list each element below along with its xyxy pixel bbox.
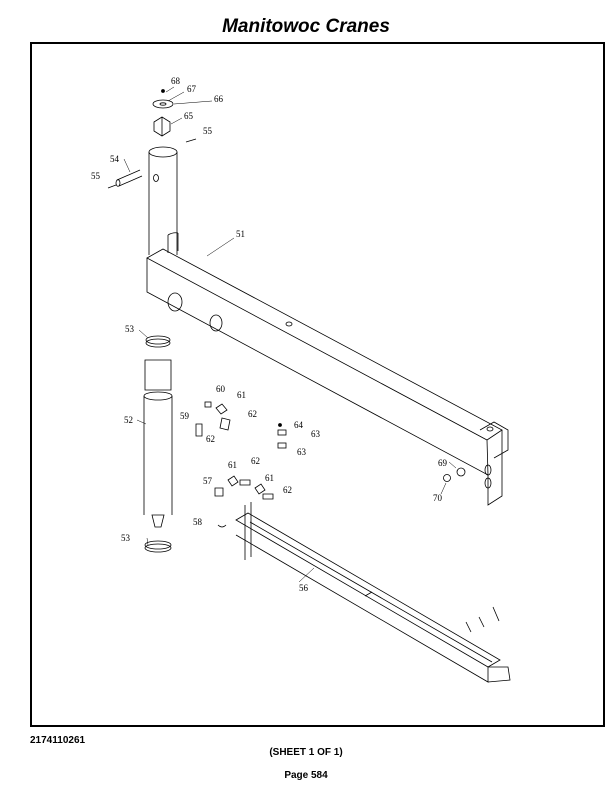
part-label: 62 bbox=[251, 456, 260, 466]
fitting-61c bbox=[254, 483, 266, 495]
part-label: 63 bbox=[311, 429, 321, 439]
part-label: 55 bbox=[203, 126, 213, 136]
drawing-frame bbox=[30, 42, 605, 727]
part-label: 64 bbox=[294, 420, 304, 430]
part-label: 52 bbox=[124, 415, 133, 425]
fitting-62b bbox=[195, 423, 203, 437]
pin-55-left bbox=[107, 184, 117, 189]
cylinder-52 bbox=[143, 396, 173, 515]
part-label: 61 bbox=[265, 473, 274, 483]
fitting-62d bbox=[262, 493, 274, 500]
part-label: 67 bbox=[187, 84, 197, 94]
part-label: 58 bbox=[193, 517, 203, 527]
part-label: 51 bbox=[236, 229, 245, 239]
part-label: 59 bbox=[180, 411, 190, 421]
sheet-indicator: (SHEET 1 OF 1) bbox=[269, 747, 343, 758]
part-label: 62 bbox=[206, 434, 215, 444]
part-labels: 68 67 66 65 55 54 55 51 53 52 60 61 59 6… bbox=[91, 76, 448, 593]
fitting-61b bbox=[227, 475, 239, 487]
cylinder-56-body bbox=[235, 512, 501, 668]
part-label: 62 bbox=[283, 485, 292, 495]
document-number: 2174110261 bbox=[30, 735, 86, 746]
mast-top bbox=[148, 146, 178, 158]
fitting-60 bbox=[204, 401, 212, 408]
part-label: 62 bbox=[248, 409, 257, 419]
cylinder-head bbox=[144, 359, 172, 391]
fitting-63a bbox=[277, 429, 287, 436]
pin-54 bbox=[116, 169, 143, 187]
fitting-57 bbox=[214, 487, 224, 497]
nut-70 bbox=[443, 474, 451, 482]
beam-hole-1 bbox=[167, 292, 183, 312]
beam-end bbox=[487, 430, 503, 506]
part-label: 70 bbox=[433, 493, 443, 503]
part-label: 63 bbox=[297, 447, 307, 457]
fitting-63b bbox=[277, 442, 287, 449]
fitting-62c bbox=[239, 479, 251, 486]
part-label: 61 bbox=[228, 460, 237, 470]
washer-69 bbox=[456, 467, 466, 477]
clip-58 bbox=[217, 524, 227, 528]
part-label: 56 bbox=[299, 583, 309, 593]
fitting-64 bbox=[278, 423, 282, 427]
part-label: 60 bbox=[216, 384, 226, 394]
part-label: 54 bbox=[110, 154, 120, 164]
part-label: 53 bbox=[125, 324, 135, 334]
part-label: 57 bbox=[203, 476, 213, 486]
pin-55-right bbox=[185, 138, 197, 143]
fitting-61 bbox=[215, 403, 228, 415]
part-label: 65 bbox=[184, 111, 194, 121]
part-label: 66 bbox=[214, 94, 224, 104]
page-title: Manitowoc Cranes bbox=[222, 16, 390, 37]
ring-53-top bbox=[145, 335, 171, 345]
mast-tube bbox=[148, 152, 178, 255]
ring-53-bottom bbox=[144, 540, 172, 550]
cap-plate bbox=[152, 99, 174, 109]
part-label: 55 bbox=[91, 171, 101, 181]
beam-side bbox=[146, 258, 489, 476]
part-label: 61 bbox=[237, 390, 246, 400]
part-label: 69 bbox=[438, 458, 448, 468]
page-number: Page 584 bbox=[284, 770, 328, 781]
part-label: 53 bbox=[121, 533, 131, 543]
cap-screw bbox=[161, 89, 165, 93]
beam-hole-2 bbox=[209, 314, 223, 332]
part-label: 68 bbox=[171, 76, 181, 86]
fitting-62a bbox=[219, 417, 231, 431]
beam-top bbox=[146, 248, 503, 441]
